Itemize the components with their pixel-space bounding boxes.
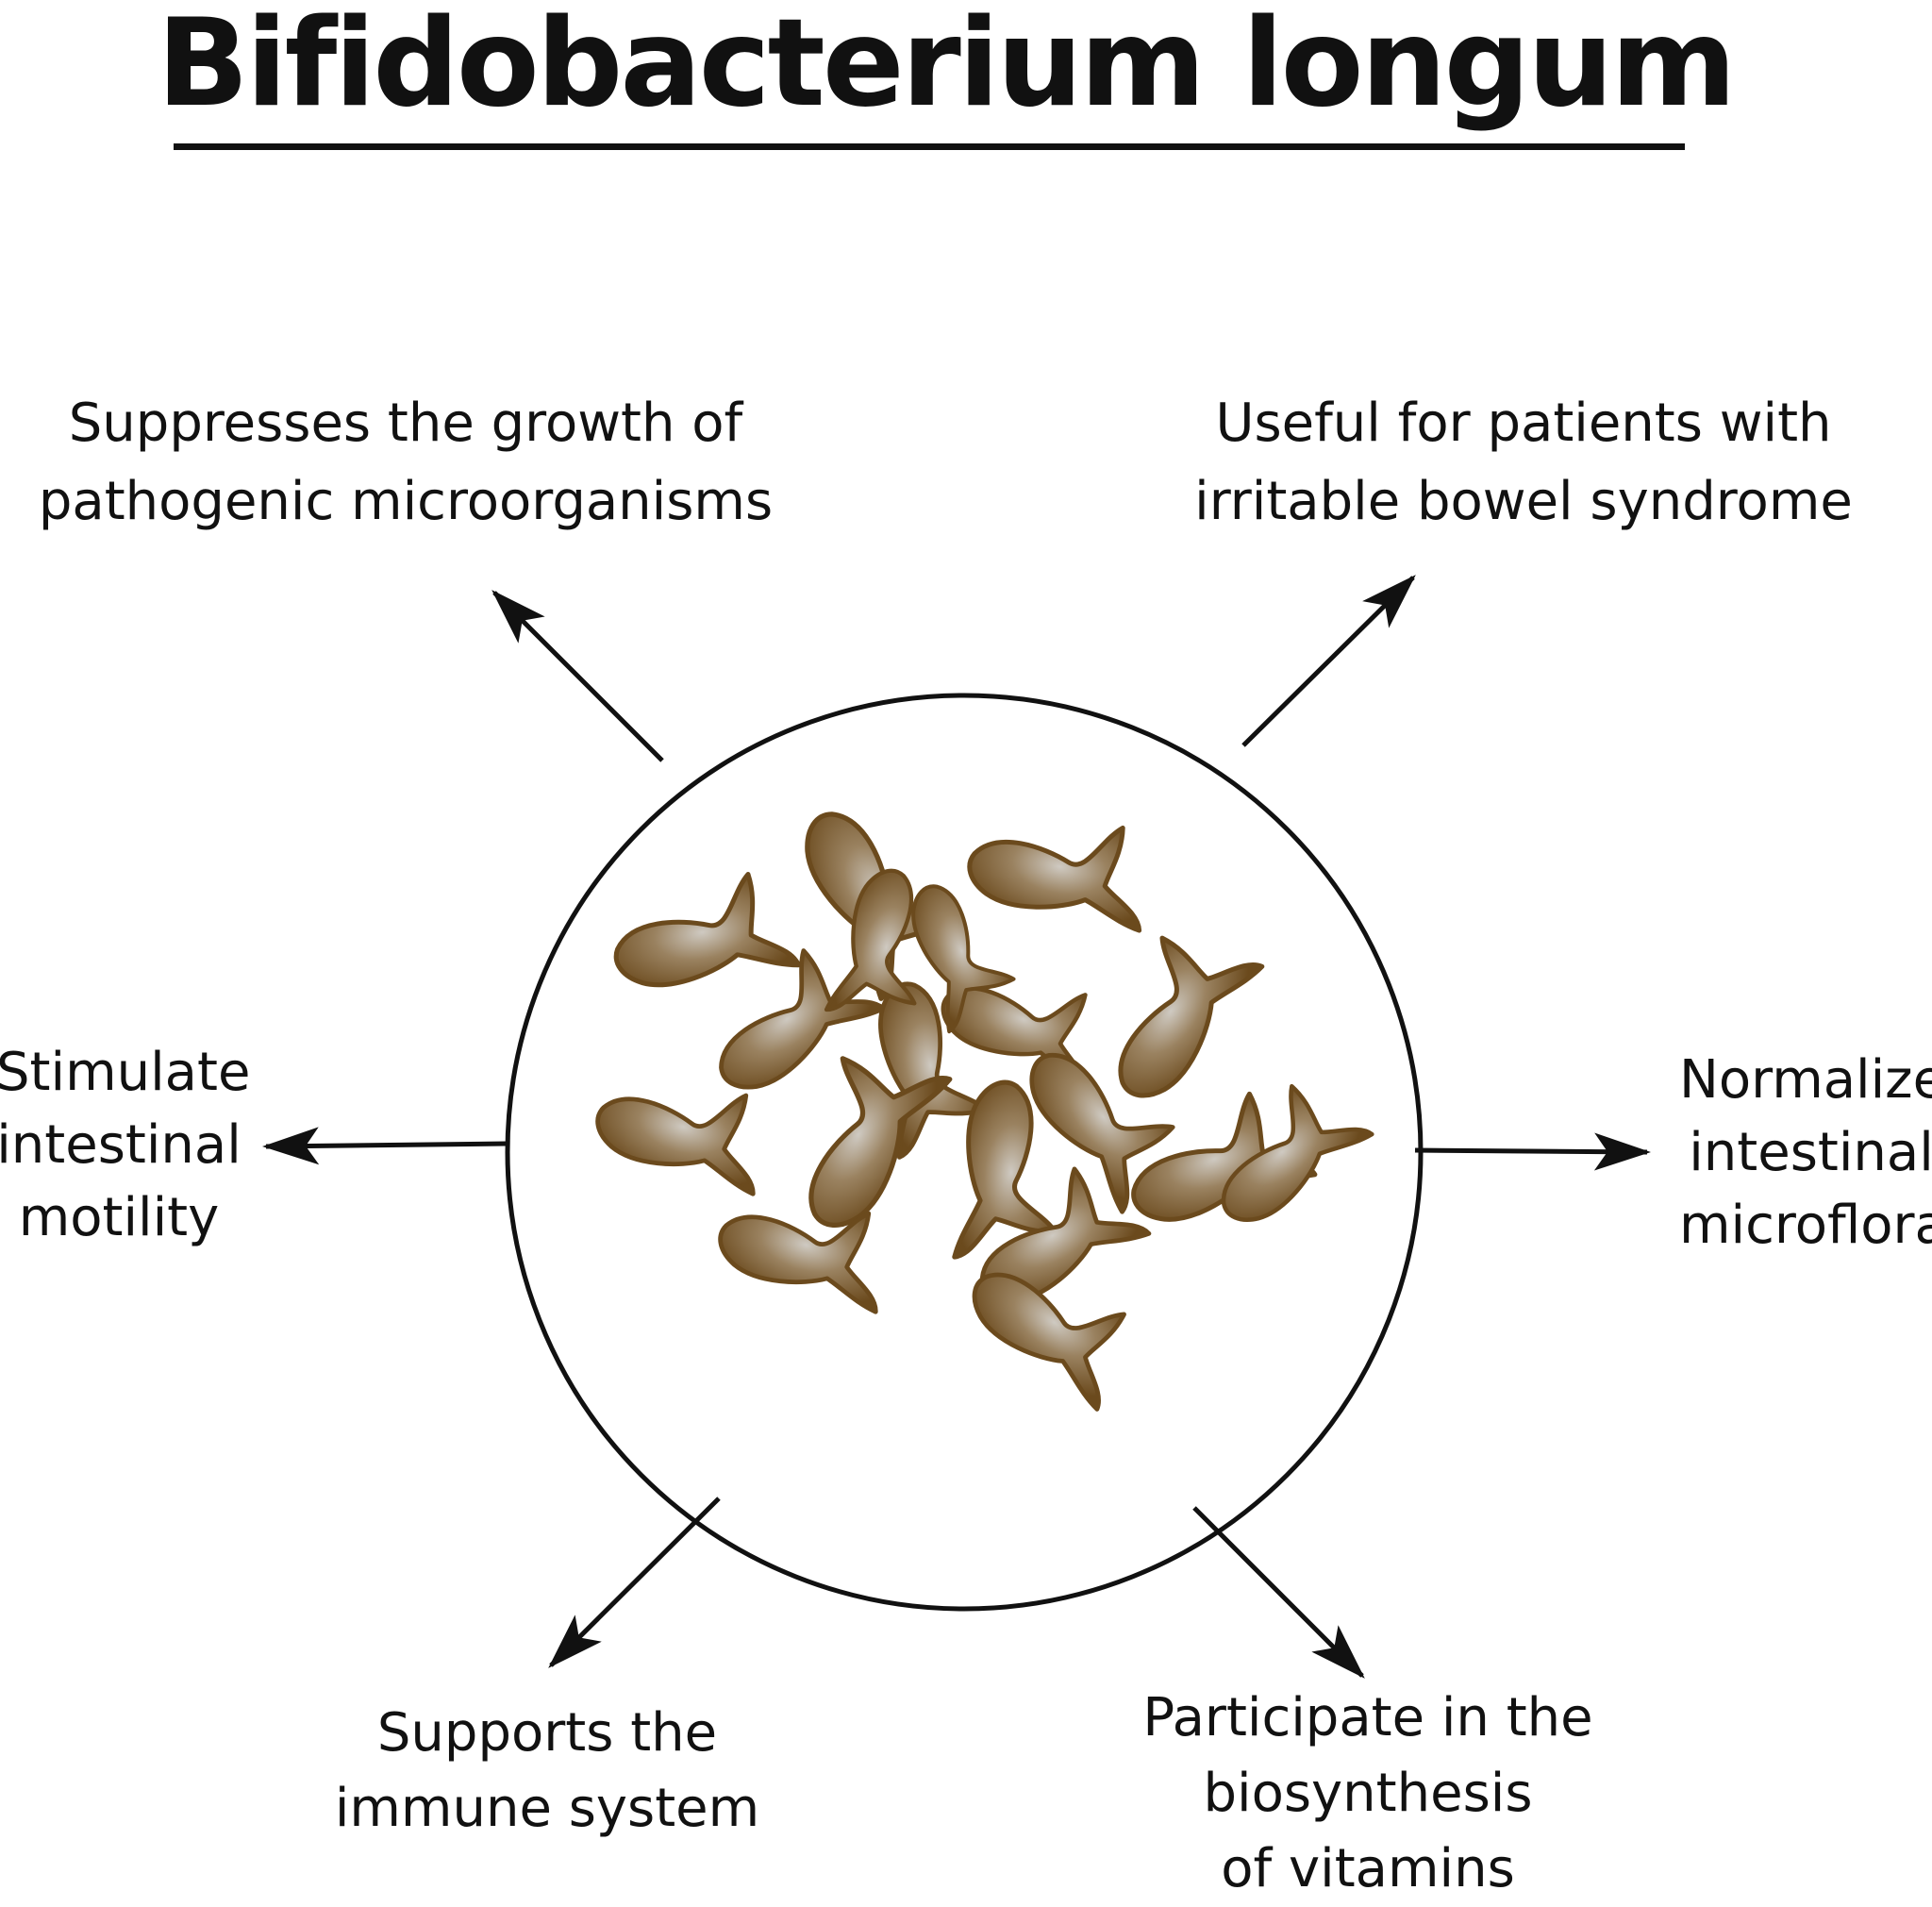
bacterium-cell xyxy=(613,872,801,988)
benefit-label-left: Stimulate intestinal motility xyxy=(0,1042,251,1248)
bacterium-cell xyxy=(595,1093,756,1196)
arrow-right xyxy=(1414,1132,1651,1171)
benefit-label-bottom-right: Participate in the biosynthesis of vitam… xyxy=(1142,1687,1593,1899)
bacterium-cell xyxy=(1029,1053,1175,1214)
arrow-bottom-left xyxy=(548,1497,721,1668)
bacterium-cell xyxy=(718,1211,878,1314)
bacterium-cell xyxy=(808,1056,953,1228)
bacterium-cell xyxy=(972,1272,1126,1412)
bacterium-cell xyxy=(967,825,1142,933)
bacteria-cluster xyxy=(595,811,1374,1412)
title-underline xyxy=(174,143,1685,150)
benefit-label-top-left: Suppresses the growth of pathogenic micr… xyxy=(38,393,774,532)
arrow-top-right xyxy=(1241,575,1416,747)
benefit-label-bottom-left: Supports the immune system xyxy=(334,1702,760,1839)
diagram-title: Bifidobacterium longum xyxy=(157,0,1737,134)
bacterium-cell xyxy=(1118,935,1265,1098)
bacterium-cell xyxy=(1221,1083,1374,1222)
arrow-left xyxy=(262,1127,508,1165)
bacterium-cell xyxy=(824,868,917,1012)
arrow-top-left xyxy=(491,590,664,762)
bacterium-cell xyxy=(911,884,1016,1034)
bacterium-cell xyxy=(719,948,886,1090)
benefit-label-top-right: Useful for patients with irritable bowel… xyxy=(1194,393,1853,532)
bacterium-cell xyxy=(952,1079,1058,1260)
benefit-label-right: Normalize intestinal microflora xyxy=(1679,1049,1932,1256)
arrow-bottom-right xyxy=(1192,1506,1365,1679)
